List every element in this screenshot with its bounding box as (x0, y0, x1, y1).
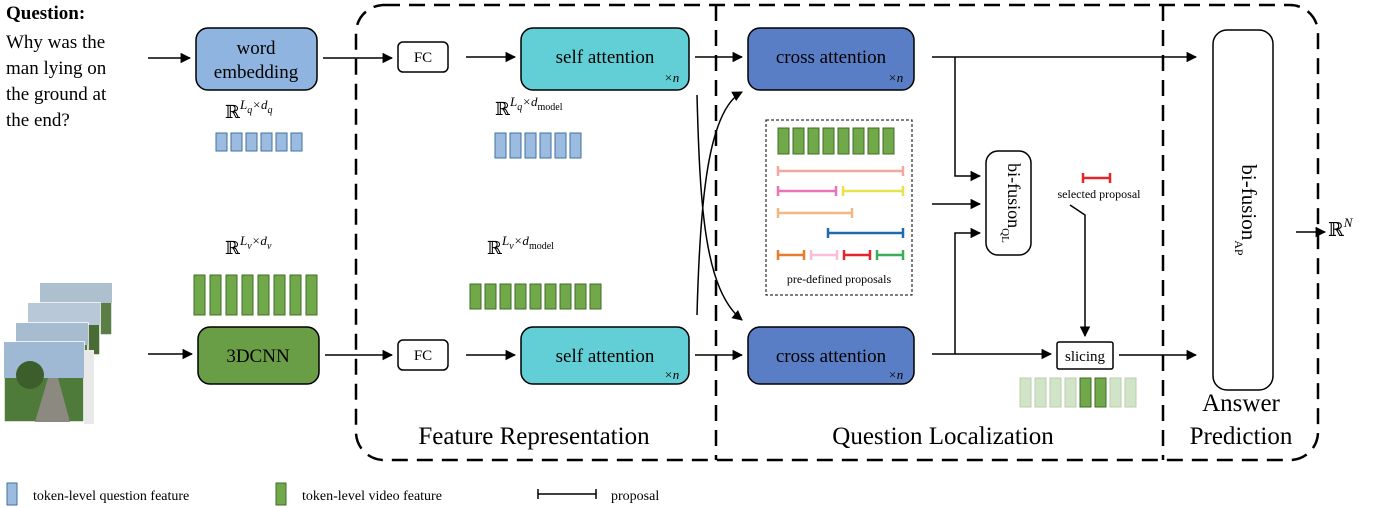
stage-label-question-localization: Question Localization (832, 423, 1054, 450)
question-line-4: the end? (6, 110, 70, 131)
slicing-block (1056, 341, 1114, 370)
dim-v-model: ℝLv×dmodel (487, 233, 554, 258)
self-attention-video-repeat: ×n (664, 367, 679, 382)
sliced-video-tokens (1019, 377, 1137, 408)
bifusion-ql-block (985, 150, 1032, 256)
bifusion-ap-label: bi-fusionAP (1232, 164, 1261, 255)
fc-label-video: FC (414, 348, 432, 364)
question-text: Why was the man lying on the ground at t… (6, 30, 166, 134)
output-dim-label: ℝN (1328, 215, 1354, 241)
pipeline-dashed-frame (354, 3, 1320, 462)
self-attention-video-label: self attention (556, 346, 655, 367)
legend-proposal-swatch (537, 489, 597, 499)
legend-question-label: token-level question feature (33, 489, 189, 504)
bifusion-ql-label: bi-fusionQL (999, 163, 1024, 243)
video-tokens-model (469, 283, 602, 310)
self-attention-question-repeat: ×n (664, 70, 679, 85)
dim-q-embed: ℝLq×dq (225, 97, 272, 122)
question-line-2: man lying on (6, 58, 107, 79)
proposal-video-tokens (777, 127, 895, 155)
word-embedding-label-2: embedding (214, 62, 299, 83)
stage-label-prediction: Prediction (1190, 423, 1293, 450)
cross-attention-video-label: cross attention (776, 346, 887, 367)
dim-v-embed: ℝLv×dv (225, 233, 272, 258)
cross-attention-video-repeat: ×n (888, 367, 903, 382)
dim-q-model: ℝLq×dmodel (495, 94, 563, 119)
fc-block-video (397, 339, 449, 371)
video-tokens-embedding (193, 274, 318, 316)
question-tokens-model (494, 132, 582, 159)
bifusion-ap-block (1212, 29, 1274, 391)
legend-question-swatch (6, 482, 18, 506)
word-embedding-block (195, 27, 318, 91)
flow-arrows (148, 51, 1327, 361)
question-line-3: the ground at (6, 84, 107, 105)
self-attention-question-block (520, 27, 690, 91)
proposal-segments (776, 166, 905, 260)
3dcnn-block (197, 326, 320, 385)
legend-video-swatch (275, 482, 287, 506)
selected-proposal-segment (1081, 173, 1112, 183)
cross-attention-question-block (747, 27, 915, 91)
3dcnn-label: 3DCNN (226, 346, 290, 367)
self-attention-video-block (520, 326, 690, 385)
word-embedding-label-1: word (236, 38, 276, 59)
stage-label-answer: Answer (1202, 390, 1280, 417)
selected-proposal-label: selected proposal (1058, 187, 1142, 201)
fc-block-question (397, 41, 449, 73)
predefined-proposals-label: pre-defined proposals (787, 272, 892, 286)
question-heading: Question: (6, 3, 86, 24)
cross-attention-video-block (747, 326, 915, 385)
cross-attention-question-label: cross attention (776, 47, 887, 68)
fc-label-question: FC (414, 50, 432, 66)
stage-label-feature-representation: Feature Representation (418, 423, 650, 450)
cross-attention-question-repeat: ×n (888, 70, 903, 85)
video-frames-image (3, 282, 113, 424)
legend-video-label: token-level video feature (302, 489, 442, 504)
question-tokens-embedding (215, 132, 303, 152)
question-line-1: Why was the (6, 32, 106, 53)
self-attention-question-label: self attention (556, 47, 655, 68)
legend-proposal-label: proposal (611, 489, 659, 504)
slicing-label: slicing (1065, 349, 1105, 365)
